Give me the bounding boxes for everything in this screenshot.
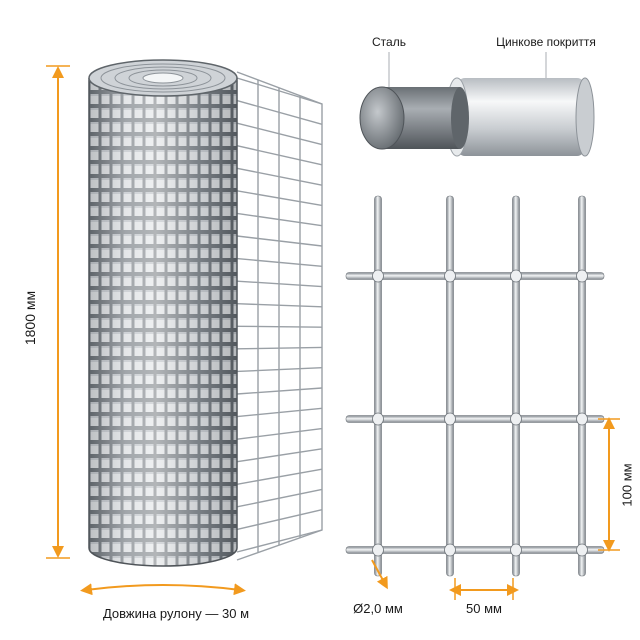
wire-diameter-label: Ø2,0 мм	[353, 601, 403, 616]
mesh-dimension-arrows	[371, 417, 620, 600]
mesh-roll	[88, 59, 238, 567]
roll-height-label: 1800 мм	[22, 290, 38, 346]
mesh-detail-grid	[345, 195, 605, 577]
steel-core-label: Сталь	[372, 35, 406, 49]
mesh-height-label: 100 мм	[619, 463, 635, 507]
height-dimension-arrow	[46, 65, 70, 559]
zinc-coating-label: Цинкове покриття	[496, 35, 596, 49]
length-dimension-arrow	[80, 583, 246, 596]
wire-section-illustration	[359, 52, 595, 157]
mesh-width-label: 50 мм	[466, 601, 502, 616]
roll-length-label: Довжина рулону — 30 м	[102, 606, 250, 621]
unrolled-mesh-sheet	[236, 71, 323, 561]
